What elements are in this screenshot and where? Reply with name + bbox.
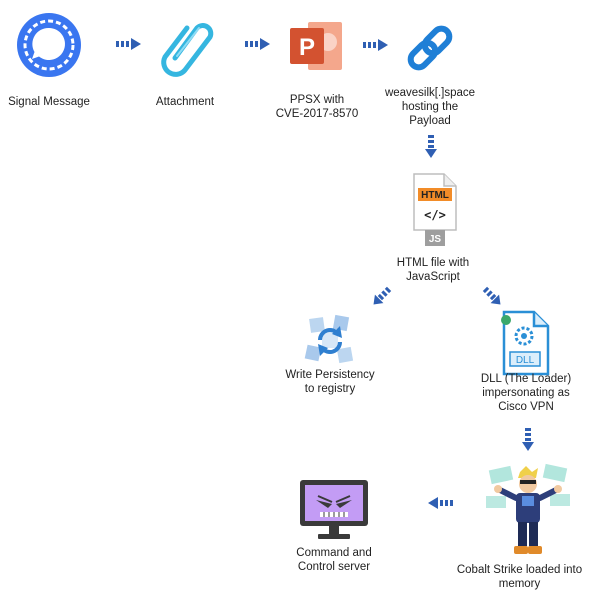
ppsx-label: PPSX with CVE-2017-8570: [275, 94, 359, 120]
dll-label: DLL (The Loader) impersonating as Cisco …: [480, 373, 572, 413]
cobalt-label: Cobalt Strike loaded into memory: [456, 564, 583, 590]
paperclip-icon: [161, 23, 214, 77]
ppsx-glyph: P: [299, 34, 315, 61]
arrow-link-to-html: [425, 135, 437, 158]
c2-label: Command and Control server: [296, 547, 372, 573]
dll-file-icon: DLL: [501, 310, 550, 376]
persistence-node: [300, 312, 360, 368]
arrow-html-to-persistence: [373, 286, 392, 305]
link-node: [402, 20, 458, 76]
arrow-signal-to-attachment: [116, 38, 141, 50]
ppsx-node: P: [288, 18, 344, 74]
attachment-label: Attachment: [155, 96, 215, 108]
cobalt-node: [486, 462, 570, 562]
c2-monitor-icon: [300, 480, 368, 539]
html-node: HTML </> JS: [404, 170, 464, 250]
chain-link-icon: [407, 25, 453, 71]
persistence-label: Write Persistency to registry: [285, 369, 375, 395]
link-label: weavesilk[.]space hosting the Payload: [384, 87, 476, 127]
arrow-attachment-to-ppsx: [245, 38, 270, 50]
signal-chat-icon: [17, 13, 81, 77]
arrow-html-to-dll: [482, 286, 501, 305]
powerpoint-icon: P: [290, 22, 342, 70]
dll-badge: DLL: [516, 355, 535, 366]
registry-refresh-icon: [304, 314, 354, 364]
svg-text:</>: </>: [424, 208, 446, 222]
arrow-ppsx-to-link: [363, 39, 388, 51]
arrow-dll-to-cobalt: [522, 428, 534, 451]
cobalt-strike-hacker-icon: [486, 463, 570, 554]
attachment-node: [155, 14, 219, 78]
html-badge: HTML: [421, 190, 449, 201]
html-label: HTML file with JavaScript: [396, 257, 470, 283]
signal-label: Signal Message: [8, 96, 90, 108]
arrow-cobalt-to-c2: [428, 497, 453, 509]
c2-node: [298, 478, 370, 542]
html-sublabel: JS: [429, 234, 442, 245]
html-js-file-icon: HTML </> JS: [413, 173, 457, 246]
dll-node: DLL: [498, 308, 554, 378]
signal-node: [14, 10, 84, 80]
